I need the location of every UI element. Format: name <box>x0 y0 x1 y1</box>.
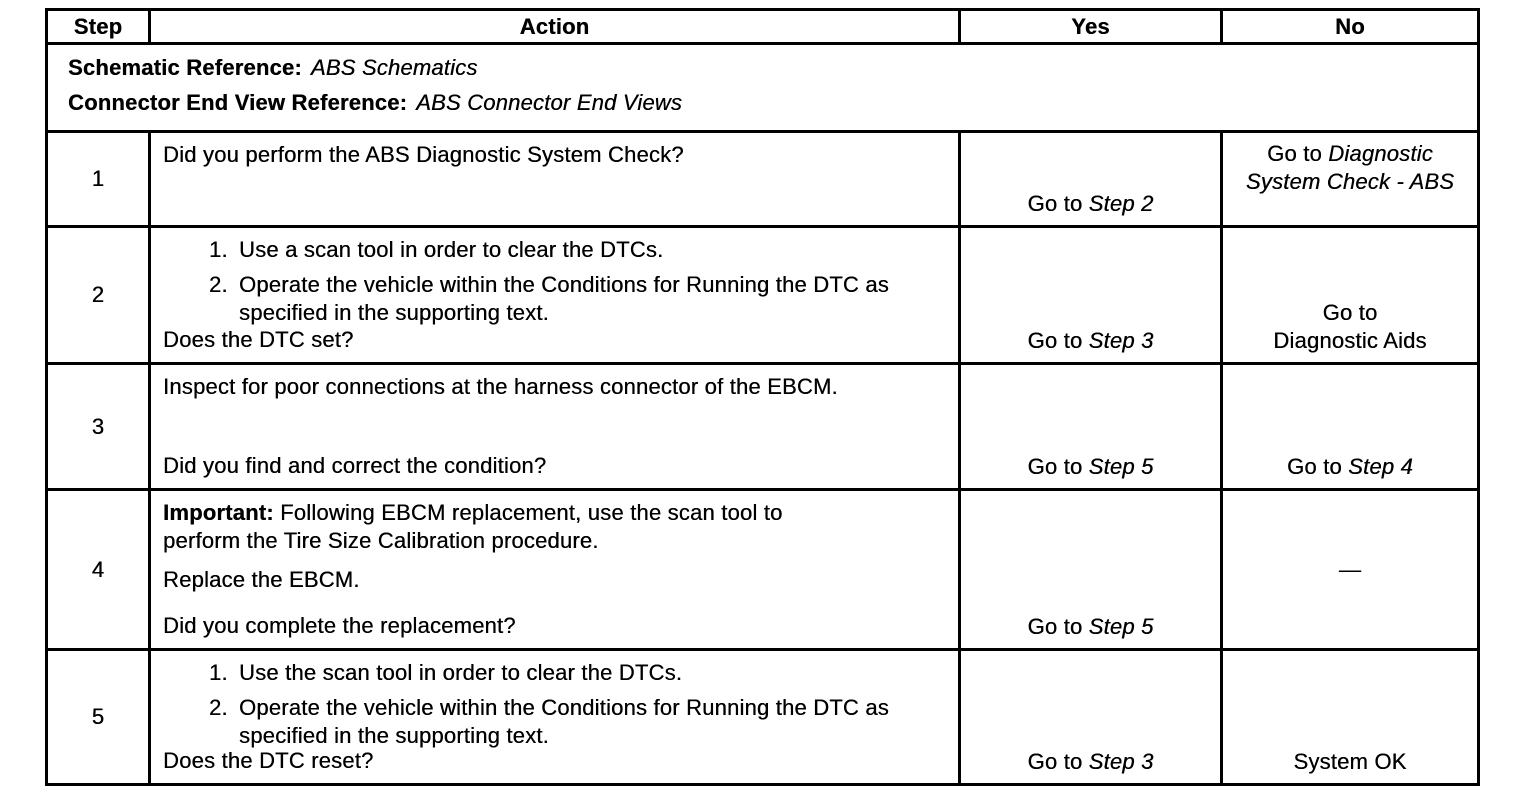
schematic-reference-line: Schematic Reference: ABS Schematics <box>68 54 1467 82</box>
goto-prefix: Go to <box>1287 454 1349 479</box>
goto-target: Step 4 <box>1348 454 1413 479</box>
em-dash: — <box>1338 556 1362 582</box>
no-cell: Go to Diagnostic Aids <box>1220 225 1480 365</box>
list-item-number: 1. <box>209 660 228 685</box>
header-action: Action <box>148 8 961 45</box>
list-item-text: Operate the vehicle within the Condition… <box>239 695 889 748</box>
goto-target: Step 5 <box>1088 454 1154 479</box>
no-text: Go to Diagnostic System Check - ABS <box>1227 140 1473 196</box>
table-row: 1 Did you perform the ABS Diagnostic Sys… <box>45 130 1480 228</box>
goto-prefix: Go to <box>1027 749 1089 774</box>
action-question: Does the DTC set? <box>163 327 354 352</box>
yes-text: Go to Step 2 <box>965 190 1216 218</box>
goto-prefix: Go to <box>1267 141 1329 166</box>
no-cell: — <box>1220 488 1480 651</box>
action-question: Did you complete the replacement? <box>163 613 516 638</box>
no-text: Go to Diagnostic Aids <box>1227 299 1473 355</box>
action-question: Did you perform the ABS Diagnostic Syste… <box>163 142 684 167</box>
table-row: 3 Inspect for poor connections at the ha… <box>45 362 1480 491</box>
yes-text: Go to Step 5 <box>965 613 1216 641</box>
list-item-number: 1. <box>209 237 228 262</box>
action-important-note: Important: Following EBCM replacement, u… <box>163 499 863 555</box>
yes-cell: Go to Step 5 <box>958 362 1223 491</box>
no-cell: Go to Diagnostic System Check - ABS <box>1220 130 1480 228</box>
yes-cell: Go to Step 2 <box>958 130 1223 228</box>
yes-cell: Go to Step 3 <box>958 648 1223 786</box>
yes-cell: Go to Step 5 <box>958 488 1223 651</box>
list-item-number: 2. <box>209 695 228 720</box>
schematic-reference-label: Schematic Reference: <box>68 55 302 80</box>
action-question: Did you find and correct the condition? <box>163 453 547 478</box>
action-list-item: 2. Operate the vehicle within the Condit… <box>209 694 948 750</box>
action-question: Does the DTC reset? <box>163 748 374 773</box>
table-row: 5 1. Use the scan tool in order to clear… <box>45 648 1480 786</box>
header-row: Step Action Yes No <box>45 8 1480 45</box>
step-number-cell: 4 <box>45 488 151 651</box>
table-row: 2 1. Use a scan tool in order to clear t… <box>45 225 1480 365</box>
diagnostic-table: Step Action Yes No Schematic Reference: A… <box>45 8 1480 786</box>
action-list-item: 2. Operate the vehicle within the Condit… <box>209 271 948 327</box>
action-cell: 1. Use a scan tool in order to clear the… <box>148 225 961 365</box>
action-cell: Did you perform the ABS Diagnostic Syste… <box>148 130 961 228</box>
important-text: Following EBCM replacement, use the scan… <box>163 500 783 553</box>
no-cell: Go to Step 4 <box>1220 362 1480 491</box>
no-text: System OK <box>1293 749 1407 774</box>
goto-line1: Go to <box>1322 300 1378 325</box>
list-item-text: Use a scan tool in order to clear the DT… <box>239 237 664 262</box>
action-list-item: 1. Use a scan tool in order to clear the… <box>209 236 948 264</box>
reference-row: Schematic Reference: ABS Schematics Conne… <box>45 42 1480 133</box>
goto-prefix: Go to <box>1027 454 1089 479</box>
action-list-item: 1. Use the scan tool in order to clear t… <box>209 659 948 687</box>
header-yes: Yes <box>958 8 1223 45</box>
important-label: Important: <box>163 500 274 525</box>
goto-prefix: Go to <box>1027 328 1089 353</box>
yes-text: Go to Step 3 <box>965 748 1216 776</box>
no-cell: System OK <box>1220 648 1480 786</box>
yes-cell: Go to Step 3 <box>958 225 1223 365</box>
yes-text: Go to Step 5 <box>965 453 1216 481</box>
header-step: Step <box>45 8 151 45</box>
list-item-text: Operate the vehicle within the Condition… <box>239 272 889 325</box>
step-number-cell: 1 <box>45 130 151 228</box>
goto-prefix: Go to <box>1027 614 1089 639</box>
step-number-cell: 3 <box>45 362 151 491</box>
action-statement: Inspect for poor connections at the harn… <box>163 374 838 399</box>
header-no: No <box>1220 8 1480 45</box>
step-number-cell: 2 <box>45 225 151 365</box>
action-cell: 1. Use the scan tool in order to clear t… <box>148 648 961 786</box>
action-statement: Replace the EBCM. <box>163 567 360 592</box>
action-cell: Inspect for poor connections at the harn… <box>148 362 961 491</box>
no-text: Go to Step 4 <box>1227 453 1473 481</box>
step-number-cell: 5 <box>45 648 151 786</box>
goto-target: Step 3 <box>1088 328 1154 353</box>
connector-reference-line: Connector End View Reference: ABS Connect… <box>68 89 1467 117</box>
goto-target: Step 5 <box>1088 614 1154 639</box>
list-item-text: Use the scan tool in order to clear the … <box>239 660 683 685</box>
yes-text: Go to Step 3 <box>965 327 1216 355</box>
goto-prefix: Go to <box>1027 191 1089 216</box>
list-item-number: 2. <box>209 272 228 297</box>
goto-target: Step 2 <box>1088 191 1154 216</box>
connector-reference-label: Connector End View Reference: <box>68 90 408 115</box>
reference-cell: Schematic Reference: ABS Schematics Conne… <box>45 42 1480 133</box>
connector-reference-value: ABS Connector End Views <box>416 90 683 115</box>
action-cell: Important: Following EBCM replacement, u… <box>148 488 961 651</box>
schematic-reference-value: ABS Schematics <box>310 55 478 80</box>
goto-target: Step 3 <box>1088 749 1154 774</box>
goto-target: Diagnostic System Check - ABS <box>1245 141 1455 194</box>
table-row: 4 Important: Following EBCM replacement,… <box>45 488 1480 651</box>
goto-line2: Diagnostic Aids <box>1273 328 1427 353</box>
